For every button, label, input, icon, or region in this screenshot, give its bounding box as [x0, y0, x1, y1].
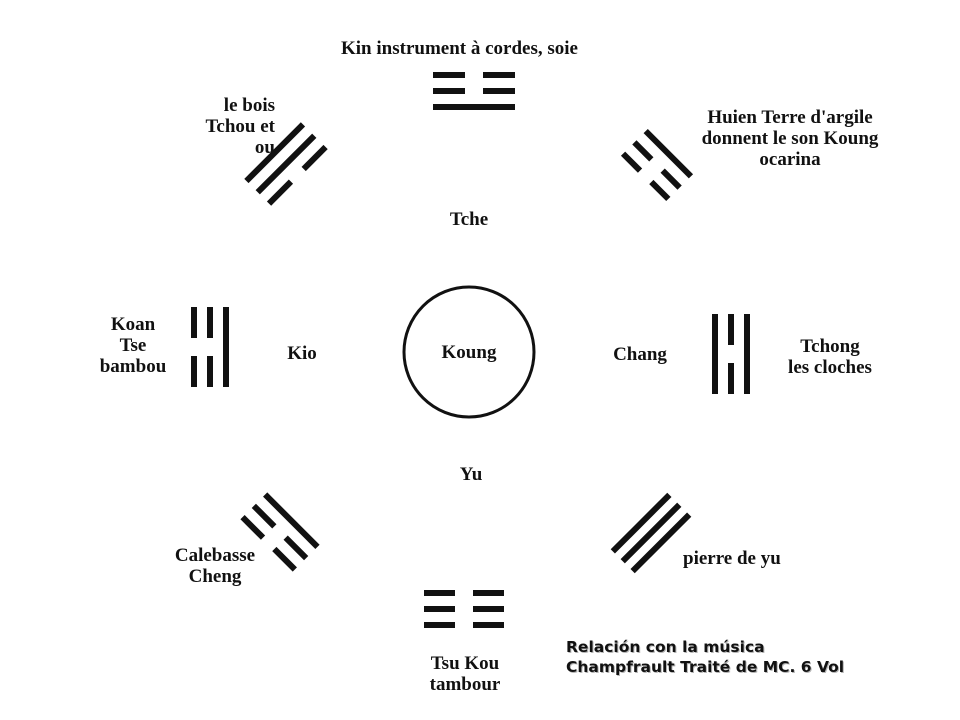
inner-label-bottom: Yu	[459, 464, 483, 485]
trigram-top	[433, 72, 515, 110]
trigram-line-broken-left	[728, 314, 734, 345]
trigram-line-solid	[244, 122, 306, 184]
caption-left-line-2: Tse	[119, 335, 147, 356]
caption-right: Tchong les cloches	[770, 336, 890, 378]
trigram-line-broken-right	[424, 590, 455, 596]
caption-top-left-line-1: le bois	[223, 95, 275, 116]
caption-top-right-line-3: ocarina	[759, 149, 821, 170]
caption-bottom-line-2: tambour	[429, 674, 501, 695]
trigram-line-solid	[744, 314, 750, 394]
trigram-right	[712, 314, 750, 394]
trigram-line-broken-right	[240, 515, 266, 540]
caption-top-left-line-2: Tchou et	[205, 116, 275, 137]
trigram-line-broken-left	[266, 179, 294, 206]
caption-bottom-right: pierre de yu	[683, 548, 781, 569]
trigram-left	[191, 307, 229, 387]
caption-left-line-1: Koan	[110, 314, 156, 335]
trigram-line-solid	[630, 512, 692, 574]
trigram-line-broken-right	[207, 307, 213, 338]
trigram-line-broken-right	[424, 606, 455, 612]
credit-line-2: Champfrault Traité de MC. 6 Vol	[566, 658, 845, 676]
trigram-top-left	[244, 122, 328, 206]
caption-top-right-line-1: Huien Terre d'argile	[707, 107, 873, 128]
trigram-line-broken-left	[191, 356, 197, 387]
trigram-line-broken-left	[632, 140, 654, 162]
trigram-line-broken-right	[424, 622, 455, 628]
trigram-line-broken-right	[649, 179, 671, 202]
trigram-line-solid	[610, 492, 672, 554]
trigram-line-broken-left	[473, 606, 504, 612]
trigram-line-solid	[263, 492, 320, 549]
trigram-line-broken-right	[251, 503, 277, 529]
caption-bottom-left-line-1: Calebasse	[174, 545, 256, 566]
trigram-line-broken-right	[191, 307, 197, 338]
caption-top-left-line-3: ou	[254, 137, 275, 158]
caption-right-line-1: Tchong	[800, 336, 860, 357]
trigram-line-broken-right	[728, 363, 734, 394]
trigram-top-right	[620, 128, 694, 202]
trigram-line-solid	[433, 104, 515, 110]
trigram-line-broken-left	[207, 356, 213, 387]
caption-left: Koan Tse bambou	[88, 314, 178, 377]
trigram-line-broken-right	[483, 72, 515, 78]
trigram-bottom-left	[240, 492, 320, 572]
caption-bottom-left-line-2: Cheng	[188, 566, 242, 587]
caption-top-line-1: Kin instrument à cordes, soie	[341, 38, 578, 59]
credit-line-1: Relación con la música	[566, 638, 765, 656]
caption-top-right: Huien Terre d'argile donnent le son Koun…	[675, 107, 905, 170]
caption-bottom-left: Calebasse Cheng	[160, 545, 270, 587]
inner-label-top: Tche	[449, 209, 489, 230]
caption-top: Kin instrument à cordes, soie	[341, 38, 578, 59]
trigram-line-broken-left	[433, 72, 465, 78]
trigram-line-solid	[712, 314, 718, 394]
caption-bottom-line-1: Tsu Kou	[430, 653, 500, 674]
trigram-line-broken-right	[483, 88, 515, 94]
trigram-line-broken-left	[473, 622, 504, 628]
trigram-line-broken-left	[620, 151, 643, 173]
trigram-line-broken-left	[283, 535, 309, 561]
caption-bottom: Tsu Kou tambour	[410, 653, 520, 695]
caption-bottom-right-line-1: pierre de yu	[683, 548, 781, 569]
inner-label-right: Chang	[613, 344, 667, 365]
caption-top-right-line-2: donnent le son Koung	[701, 128, 879, 149]
trigram-bottom-right	[610, 492, 692, 574]
trigram-line-broken-right	[660, 168, 682, 190]
inner-label-left: Kio	[287, 343, 317, 364]
caption-left-line-3: bambou	[99, 356, 167, 377]
credit-note: Relación con la música Champfrault Trait…	[566, 637, 844, 677]
trigram-line-broken-right	[301, 144, 328, 172]
caption-right-line-2: les cloches	[788, 357, 872, 378]
trigram-line-solid	[223, 307, 229, 387]
center-circle	[402, 285, 536, 419]
center-label: Koung	[441, 342, 497, 363]
trigram-line-solid	[643, 128, 694, 179]
trigram-bottom	[424, 590, 504, 628]
trigram-line-solid	[620, 502, 682, 564]
trigram-line-broken-left	[272, 546, 297, 572]
trigram-line-broken-left	[433, 88, 465, 94]
trigram-line-broken-left	[473, 590, 504, 596]
caption-top-left: le bois Tchou et ou	[160, 95, 275, 158]
trigram-line-solid	[255, 133, 317, 195]
